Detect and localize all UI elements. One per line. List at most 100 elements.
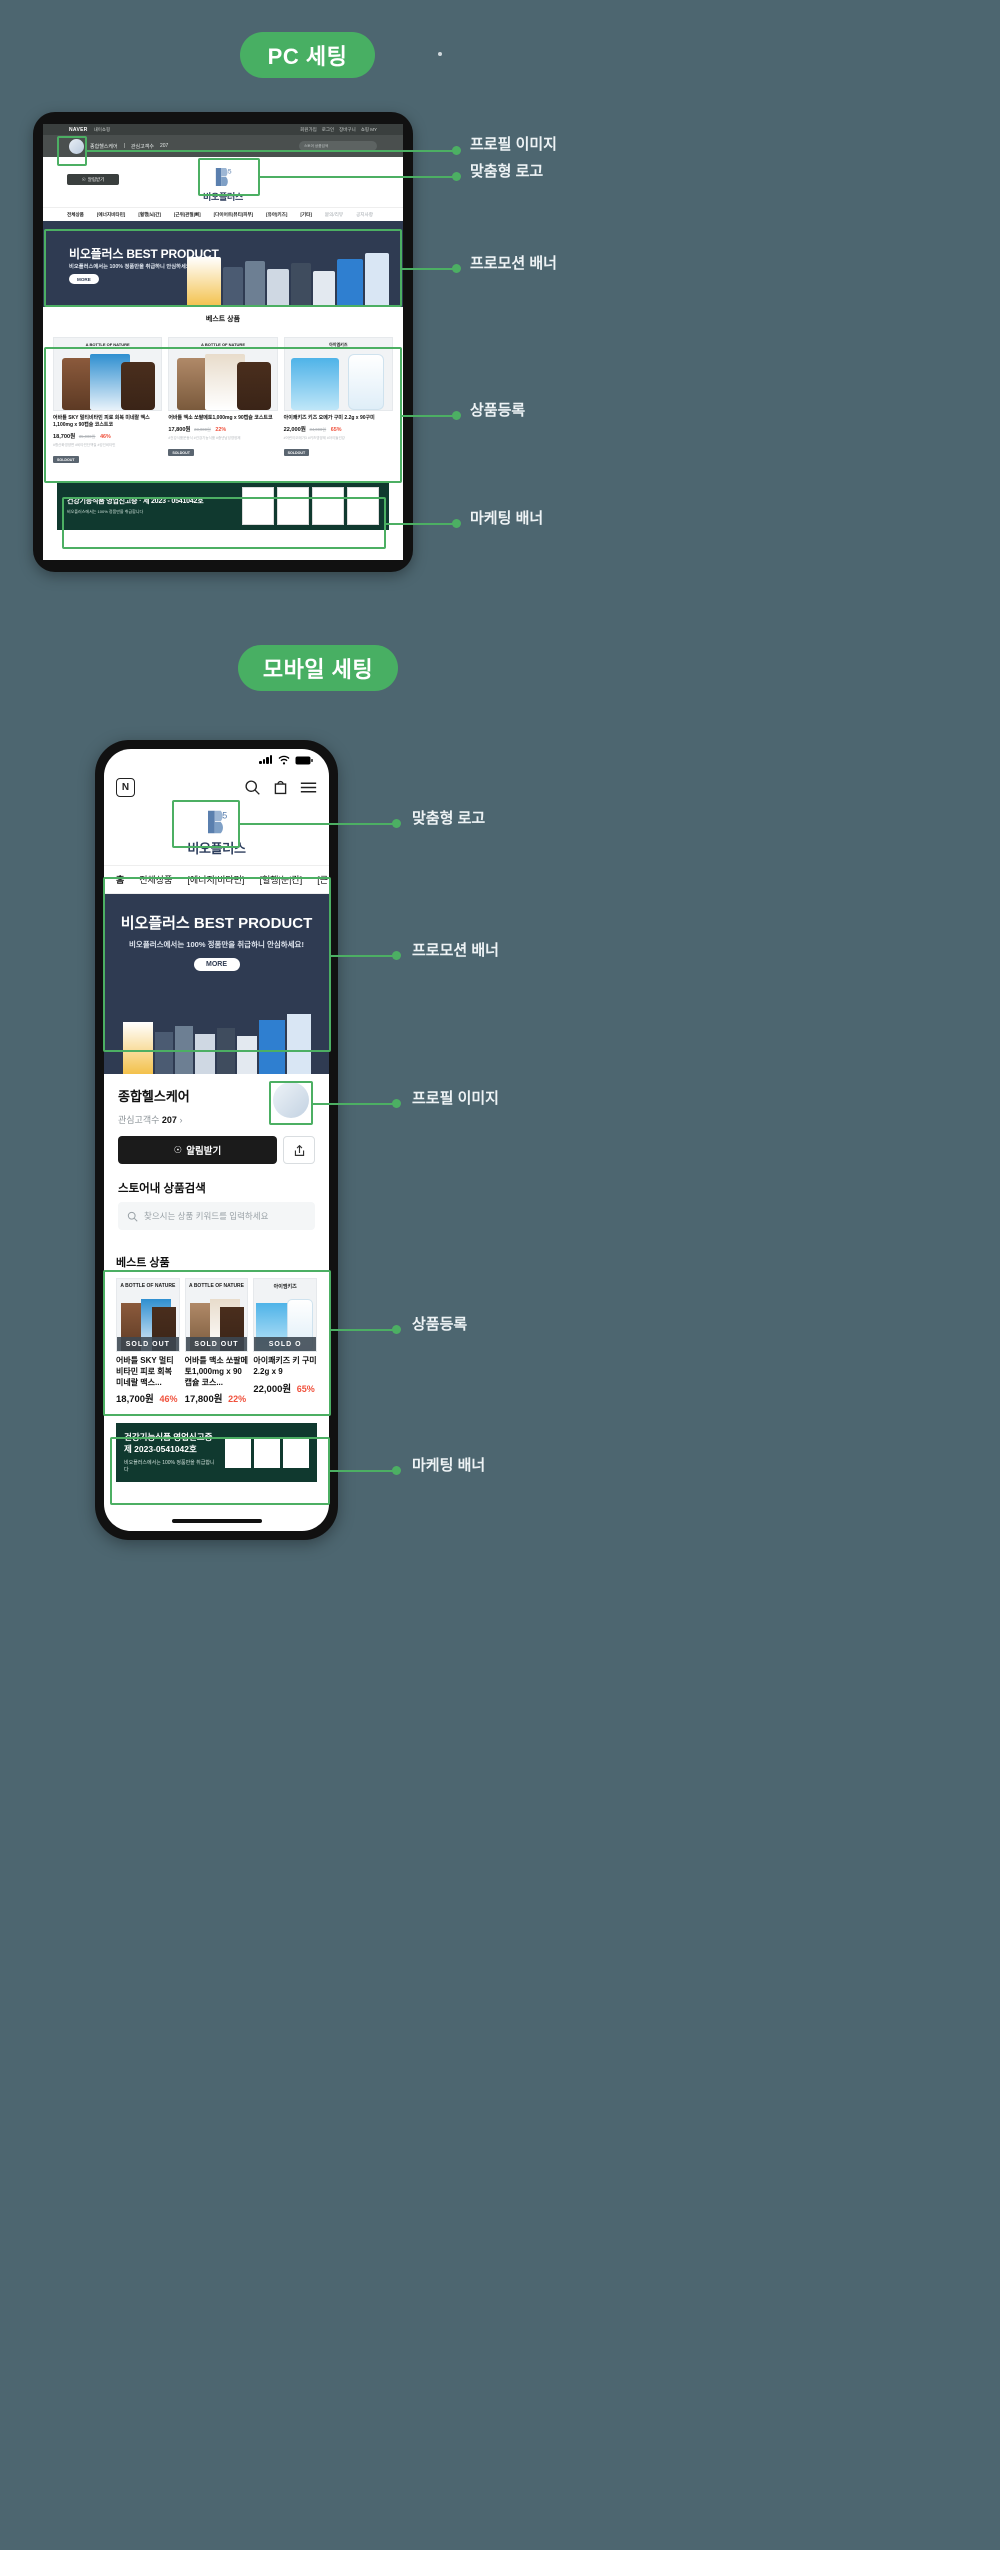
promo-pack-4 (267, 269, 289, 307)
tablet-device-frame: NAVER 내이쇼핑 회원가입 로그인 장바구니 쇼핑 MY 종합헬스케어 | … (33, 112, 413, 572)
product-discount: 65% (330, 426, 342, 433)
product-card[interactable]: A BOTTLE OF NATURE SOLD OUT 어바틀 맥소 쏘팔메토1… (184, 1278, 249, 1405)
store-account-bar: 종합헬스케어 | 관심고객수 207 스토어 상품검색 (43, 135, 403, 157)
chevron-right-icon[interactable]: › (179, 1115, 183, 1125)
profile-avatar[interactable] (69, 138, 84, 154)
leader-line (402, 415, 456, 417)
marketing-banner-subtitle: 비오플러스에서는 100% 정품만을 취급합니다 (67, 509, 144, 514)
nav-item-etc[interactable]: [기타] (300, 211, 312, 217)
product-price-row: 17,800원 22% (185, 1391, 249, 1405)
nav-item-diet-beauty-skin[interactable]: [다이어트|뷰티|피부] (213, 211, 254, 217)
product-price: 22,000원 (253, 1383, 292, 1395)
naver-home-icon[interactable]: N (116, 777, 135, 797)
nav-item-muscle-joint-bone[interactable]: [근위|관절|뼈] (173, 211, 201, 217)
brand-mark-icon: 5 (207, 810, 227, 834)
leader-endpoint (452, 146, 461, 155)
certificate-thumb (242, 486, 274, 525)
annotation-profile-image: 프로필 이미지 (470, 136, 557, 153)
alarm-subscribe-button[interactable]: ☉ 알림받기 (67, 174, 119, 185)
annotation-promo-banner: 프로모션 배너 (470, 255, 557, 272)
leader-line (240, 823, 396, 825)
naver-logo[interactable]: NAVER (69, 126, 88, 133)
leader-endpoint (452, 519, 461, 528)
product-card[interactable]: 아이엠키즈 SOLD O 아이쾌키즈 키 구미 2.2g x 9 22,000원… (253, 1278, 318, 1405)
phone-promotion-title: 비오플러스 BEST PRODUCT (120, 915, 313, 932)
nav-item-kids[interactable]: [유아|키즈] (266, 211, 288, 217)
search-icon[interactable] (244, 779, 261, 796)
phone-nav-energy[interactable]: [에너지|비타민] (187, 875, 245, 885)
product-soldout-badge: SOLD OUT (117, 1337, 179, 1351)
phone-search-input[interactable]: 찾으시는 상품 키워드를 입력하세요 (118, 1202, 315, 1230)
phone-alarm-button[interactable]: ☉ 알림받기 (118, 1136, 277, 1164)
product-image: A BOTTLE OF NATURE (53, 337, 163, 411)
promo-pack-8 (365, 253, 389, 307)
promo-pack-2 (223, 267, 243, 307)
product-card[interactable]: 아이엠키즈 아이쾌키즈 키즈 오메가 구미 2.2g x 90구미 22,000… (283, 337, 393, 466)
phone-device-frame: N (95, 740, 338, 1540)
promotion-banner[interactable]: 비오플러스 BEST PRODUCT 비오플러스에서는 100% 정품만을 취급… (43, 221, 403, 307)
marketing-banner[interactable]: 건강기능식품 영업신고증 · 제 2023 - 0541042호 비오플러스에서… (57, 481, 389, 530)
phone-profile-avatar[interactable] (273, 1082, 309, 1118)
phone-brand-logo[interactable]: 5 비오플러스 (104, 803, 329, 865)
product-image: A BOTTLE OF NATURE SOLD OUT (184, 1278, 249, 1352)
marketing-banner-title: 건강기능식품 영업신고증 · 제 2023 - 0541042호 (67, 498, 204, 505)
product-image: 아이엠키즈 SOLD O (253, 1278, 318, 1352)
annotation-product-grid: 상품등록 (470, 402, 526, 419)
product-price-row: 22,000원 34,000원 65% (284, 425, 393, 433)
naver-shopping-link[interactable]: 내이쇼핑 (93, 126, 111, 132)
naver-link-my[interactable]: 쇼핑 MY (360, 126, 377, 132)
svg-text:5: 5 (222, 810, 227, 820)
product-title: 어바틀 SKY 멀티비타민 피로 회복 미네랄 맥스1,100mg x 90캡슐… (53, 415, 150, 428)
nav-item-qna[interactable]: 묻의/리뷰 (324, 211, 344, 217)
annotation-marketing-banner: 마케팅 배너 (470, 510, 544, 527)
product-title: 어바틀 맥소 쏘팔메토1,000mg x 90캡슐 코스트코 (168, 415, 273, 421)
phone-marketing-subtitle: 비오플러스에서는 100% 정품만을 취급합니다 (124, 1460, 215, 1474)
promotion-more-button[interactable]: MORE (69, 274, 99, 284)
leader-line (402, 268, 456, 270)
product-card[interactable]: A BOTTLE OF NATURE 어바틀 맥소 쏘팔메토1,000mg x … (168, 337, 278, 466)
product-title: 어바틀 SKY 멀티비타민 피로 회복 미네랄 맥스... (116, 1356, 174, 1387)
naver-link-signup[interactable]: 회원가입 (300, 126, 317, 132)
phone-share-button[interactable] (283, 1136, 315, 1164)
nav-item-all[interactable]: 전체상품 (67, 211, 84, 217)
product-soldout-badge: SOLDOUT (53, 456, 79, 463)
phone-store-info: 종합헬스케어 관심고객수 207 › (104, 1074, 329, 1136)
store-search-input[interactable]: 스토어 상품검색 (299, 141, 377, 151)
phone-nav-muscle[interactable]: [근 (317, 875, 329, 885)
phone-header-actions (244, 779, 317, 796)
phone-marketing-title-2: 제 2023-0541042호 (124, 1443, 197, 1454)
category-nav: 전체상품 [에너지비타민] [혈행|뇌|간] [근위|관절|뼈] [다이어트|뷰… (43, 207, 403, 221)
phone-promotion-more-button[interactable]: MORE (193, 958, 240, 971)
phone-nav-all[interactable]: 전체상품 (139, 875, 173, 885)
annotation-phone-brand-logo: 맞춤형 로고 (412, 810, 486, 827)
phone-marketing-banner[interactable]: 건강기능식품 영업신고증 제 2023-0541042호 비오플러스에서는 10… (116, 1423, 317, 1483)
leader-endpoint (452, 172, 461, 181)
product-title: 아이쾌키즈 키 구미 2.2g x 9 (253, 1356, 317, 1376)
product-soldout-badge: SOLD OUT (185, 1337, 248, 1351)
menu-icon[interactable] (300, 781, 317, 794)
phone-category-nav: 홈 전체상품 [에너지|비타민] [혈행|눈|간] [근 (104, 865, 329, 894)
phone-marketing-title-1: 건강기능식품 영업신고증 (124, 1432, 213, 1443)
brand-logo[interactable]: 5 비오플러스 (203, 165, 243, 203)
phone-promotion-banner[interactable]: 비오플러스 BEST PRODUCT 비오플러스에서는 100% 정품만을 취급… (104, 894, 329, 1074)
phone-nav-home[interactable]: 홈 (116, 875, 125, 885)
phone-search-placeholder: 찾으시는 상품 키워드를 입력하세요 (144, 1211, 269, 1221)
product-card[interactable]: A BOTTLE OF NATURE 어바틀 SKY 멀티비타민 피로 회복 미… (53, 337, 163, 466)
nav-item-energy-vitamin[interactable]: [에너지비타민] (96, 211, 126, 217)
naver-link-cart[interactable]: 장바구니 (339, 126, 356, 132)
phone-nav-blood[interactable]: [혈행|눈|간] (259, 875, 303, 885)
promotion-title: 비오플러스 BEST PRODUCT (69, 247, 219, 261)
nav-item-notice[interactable]: 공지사항 (356, 211, 373, 217)
phone-search-heading: 스토어내 상품검색 (118, 1183, 206, 1195)
product-image: 아이엠키즈 (283, 337, 393, 411)
nav-item-blood-brain-liver[interactable]: [혈행|뇌|간] (138, 211, 161, 217)
naver-link-login[interactable]: 로그인 (321, 126, 335, 132)
bell-icon: ☉ (81, 176, 86, 182)
annotation-phone-profile-image: 프로필 이미지 (412, 1090, 499, 1107)
product-card[interactable]: A BOTTLE OF NATURE SOLD OUT 어바틀 SKY 멀티비타… (116, 1278, 180, 1405)
cart-icon[interactable] (272, 779, 289, 796)
phone-best-heading: 베스트 상품 (116, 1257, 170, 1269)
product-brand-label: A BOTTLE OF NATURE (85, 342, 130, 347)
product-price-row: 22,000원 65% (253, 1381, 317, 1395)
section-badge-mobile-label: 모바일 세팅 (262, 657, 374, 682)
